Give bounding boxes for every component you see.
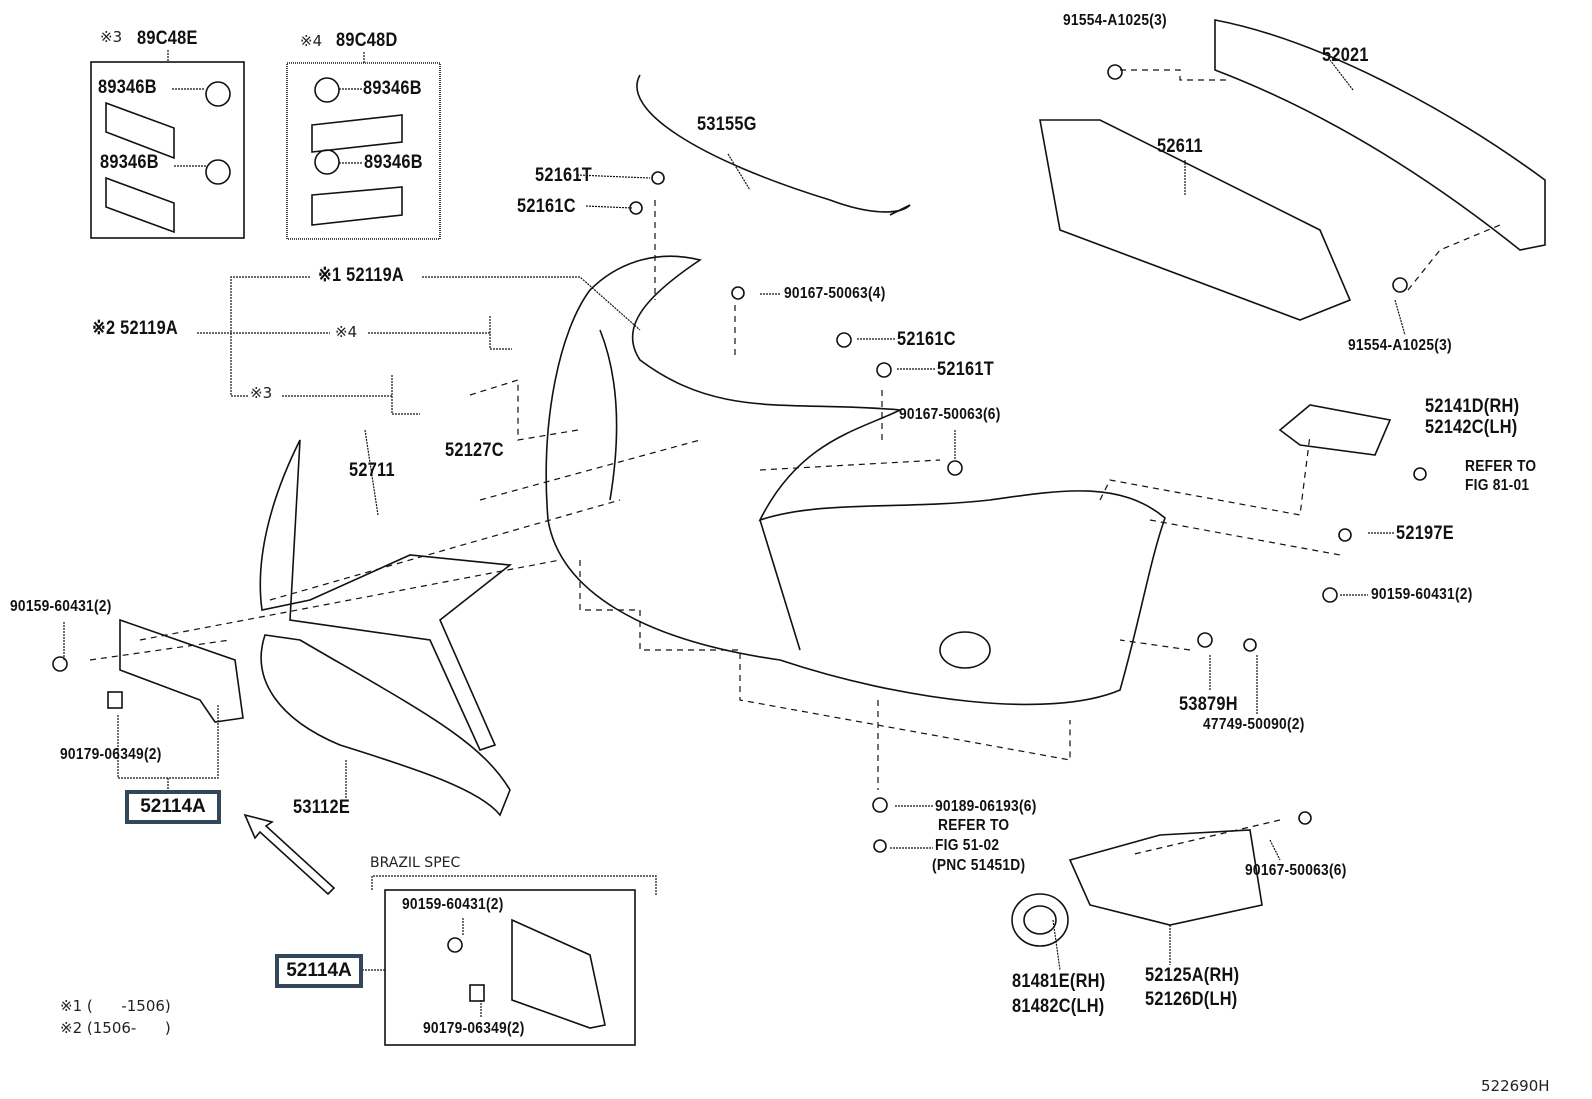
brazil-spec-label: BRAZIL SPEC — [370, 855, 461, 871]
part-label-52611[interactable]: 52611 — [1157, 136, 1203, 157]
lower-grille-53112E — [260, 634, 511, 817]
part-label-52114A-brazil-highlighted[interactable]: 52114A — [275, 954, 363, 988]
part-label-52114A-highlighted[interactable]: 52114A — [125, 790, 221, 824]
bumper-cover — [545, 255, 1166, 706]
part-label-52161C[interactable]: 52161C — [517, 196, 576, 217]
part-label-90179-06349[interactable]: 90179-06349(2) — [423, 1020, 525, 1037]
part-label-90167-50063[interactable]: 90167-50063(6) — [1245, 862, 1347, 879]
part-label-89346B[interactable]: 89346B — [363, 78, 422, 99]
assembly-lines — [89, 69, 1501, 856]
part-label-90159-60431[interactable]: 90159-60431(2) — [402, 896, 504, 913]
part-label-52125A[interactable]: 52125A(RH) — [1145, 965, 1240, 986]
part-label-52197E[interactable]: 52197E — [1396, 523, 1454, 544]
part-label-52119A-1[interactable]: ※1 52119A — [318, 265, 404, 286]
part-label-90167-50063[interactable]: 90167-50063(4) — [784, 285, 886, 302]
refer-pnc-label: (PNC 51451D) — [932, 857, 1026, 874]
fog-cover-81481E — [1011, 893, 1069, 947]
brazil-box — [384, 889, 636, 1046]
part-label-52142C[interactable]: 52142C(LH) — [1425, 417, 1518, 438]
part-label-52021[interactable]: 52021 — [1322, 45, 1369, 66]
part-label-91554-A1025[interactable]: 91554-A1025(3) — [1348, 337, 1452, 354]
footnote-1: ※1 ( -1506) — [60, 997, 171, 1015]
part-label-89346B[interactable]: 89346B — [364, 152, 423, 173]
footnote-2: ※2 (1506- ) — [60, 1019, 171, 1037]
reinforcement-52021 — [1214, 19, 1546, 251]
grille-frame-52711 — [259, 439, 513, 751]
part-label-52161C[interactable]: 52161C — [897, 329, 956, 350]
box-89C48E — [90, 61, 245, 239]
refer-fig-link[interactable]: FIG 51-02 — [935, 837, 1000, 854]
part-label-90159-60431[interactable]: 90159-60431(2) — [1371, 586, 1473, 603]
figure-id: 522690H — [1481, 1077, 1550, 1095]
part-label-89346B[interactable]: 89346B — [100, 152, 159, 173]
part-label-90167-50063[interactable]: 90167-50063(6) — [899, 406, 1001, 423]
reflector-icon — [105, 77, 403, 234]
part-label-53112E[interactable]: 53112E — [293, 797, 350, 818]
part-label-52126D[interactable]: 52126D(LH) — [1145, 989, 1238, 1010]
part-label-52119A-2[interactable]: ※2 52119A — [92, 318, 178, 339]
refer-fig-link[interactable]: FIG 81-01 — [1465, 477, 1530, 494]
part-label-53155G[interactable]: 53155G — [697, 114, 757, 135]
part-label-89C48E[interactable]: 89C48E — [137, 28, 198, 49]
part-label-52161T[interactable]: 52161T — [937, 359, 994, 380]
part-label-90179-06349[interactable]: 90179-06349(2) — [60, 746, 162, 763]
part-label-91554-A1025[interactable]: 91554-A1025(3) — [1063, 12, 1167, 29]
part-label-90189-06193[interactable]: 90189-06193(6) — [935, 798, 1037, 815]
part-label-81481E[interactable]: 81481E(RH) — [1012, 971, 1106, 992]
side-retainer-52141D — [1278, 404, 1392, 456]
refer-to-label: REFER TO — [1465, 458, 1537, 475]
part-label-52711[interactable]: 52711 — [349, 460, 395, 481]
note-mark-4: ※4 — [335, 323, 358, 341]
part-label-47749-50090[interactable]: 47749-50090(2) — [1203, 716, 1305, 733]
fastener-icons — [52, 64, 1427, 1002]
part-label-53879H[interactable]: 53879H — [1179, 694, 1238, 715]
part-label-52141D[interactable]: 52141D(RH) — [1425, 396, 1520, 417]
leader-lines — [63, 50, 1406, 1018]
part-label-89346B[interactable]: 89346B — [98, 77, 157, 98]
part-label-52127C[interactable]: 52127C — [445, 440, 504, 461]
note-mark-4: ※4 — [300, 32, 323, 50]
license-bracket-52114A — [119, 618, 606, 1029]
note-mark-3: ※3 — [100, 28, 123, 46]
absorber-52611 — [1039, 119, 1352, 321]
upper-molding-53155G — [636, 74, 911, 216]
note-mark-3: ※3 — [250, 384, 273, 402]
refer-to-label: REFER TO — [938, 817, 1010, 834]
part-label-90159-60431[interactable]: 90159-60431(2) — [10, 598, 112, 615]
part-label-81482C[interactable]: 81482C(LH) — [1012, 996, 1105, 1017]
arrow-icon — [243, 813, 336, 896]
fog-bracket-52125A — [1068, 829, 1263, 926]
part-label-52161T[interactable]: 52161T — [535, 165, 592, 186]
part-label-89C48D[interactable]: 89C48D — [336, 30, 398, 51]
